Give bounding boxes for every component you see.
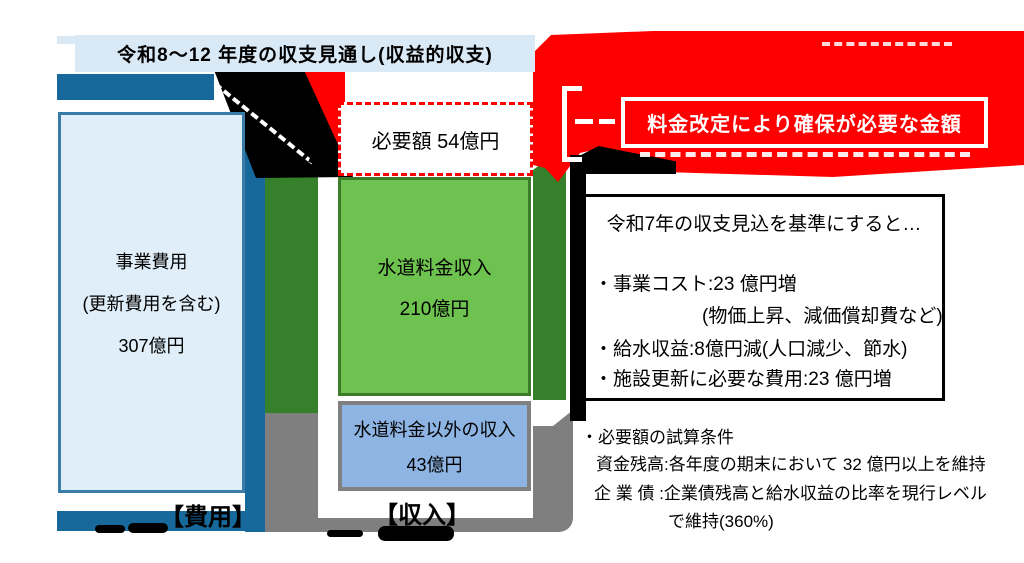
- notes-line-3: で維持(360%): [668, 512, 774, 531]
- expense-amount: 307億円: [118, 335, 185, 356]
- expense-bar: 事業費用 (更新費用を含む) 307億円: [58, 112, 245, 493]
- teal-side-strip: [245, 100, 265, 532]
- expense-axis-label: 【費用】: [160, 503, 256, 531]
- gray-bottom-strip: [265, 518, 549, 532]
- water-revenue-name: 水道料金収入: [377, 257, 492, 279]
- notes-line-2: 企 業 債 :企業債残高と給水収益の比率を現行レベル: [594, 484, 987, 503]
- title-fill-fragment: [57, 36, 77, 44]
- notes-line-1: 資金残高:各年度の期末において 32 億円以上を維持: [596, 455, 986, 474]
- artifact-blob-1: [95, 525, 125, 533]
- bracket-dash-1: [575, 119, 593, 124]
- other-revenue-segment: 水道料金以外の収入 43億円: [338, 401, 531, 491]
- expense-note: (更新費用を含む): [82, 293, 221, 314]
- income-axis-label: 【収入】: [374, 501, 470, 529]
- bracket-dash-2: [599, 119, 615, 124]
- artifact-blob-2: [128, 523, 168, 533]
- info-heading: 令和7年の収支見込を基準にすると…: [606, 214, 922, 235]
- glitch-marks-bottom: [640, 152, 970, 157]
- gray-shadow-left: [265, 413, 318, 532]
- other-revenue-amount: 43億円: [406, 454, 463, 475]
- glitch-marks-top: [822, 42, 952, 46]
- page-title: 令和8〜12 年度の収支見通し(収益的収支): [75, 35, 535, 72]
- dark-green-shadow-right: [533, 160, 566, 400]
- needed-amount-label: 必要額 54億円: [371, 130, 500, 153]
- bracket-shape: [562, 86, 567, 162]
- other-revenue-name: 水道料金以外の収入: [353, 419, 516, 440]
- gray-shadow-right: [533, 410, 573, 532]
- needed-amount-box: 必要額 54億円: [338, 102, 533, 176]
- info-bullet-1-note: (物価上昇、減価償却費など): [702, 306, 943, 327]
- info-bullet-2: ・給水収益:8億円減(人口減少、節水): [594, 339, 908, 360]
- teal-band: [57, 74, 214, 100]
- info-bullet-1: ・事業コスト:23 億円増: [594, 274, 797, 295]
- water-revenue-segment: 水道料金収入 210億円: [338, 177, 531, 396]
- bracket-top-tick: [562, 86, 582, 91]
- expense-name: 事業費用: [115, 251, 188, 272]
- bracket-bottom-tick: [562, 157, 582, 162]
- rate-callout-label: 料金改定により確保が必要な金額: [621, 97, 988, 148]
- dark-green-shadow-left: [265, 165, 318, 413]
- artifact-blob-3: [327, 530, 363, 537]
- artifact-blob-4: [378, 526, 454, 541]
- notes-heading: ・必要額の試算条件: [581, 428, 734, 447]
- info-bullet-3: ・施設更新に必要な費用:23 億円増: [594, 369, 892, 390]
- info-box-shadow-side: [570, 155, 586, 421]
- water-revenue-amount: 210億円: [399, 298, 470, 320]
- forecast-info-box: 令和7年の収支見込を基準にすると… ・事業コスト:23 億円増 (物価上昇、減価…: [583, 194, 945, 401]
